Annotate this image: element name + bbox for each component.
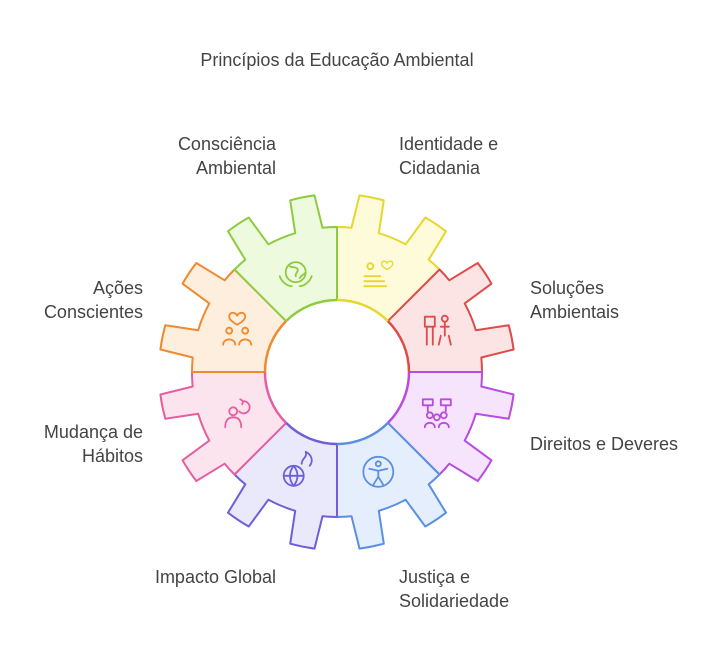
hub-arc-6: [263, 320, 287, 373]
person-cycle-icon: [224, 398, 251, 429]
diagram-title: Princípios da Educação Ambiental: [200, 50, 474, 70]
hub-arc-5: [263, 371, 287, 424]
globe-flame-icon: [282, 450, 313, 487]
accessibility-icon: [362, 455, 395, 488]
wheel-hub: [265, 300, 409, 444]
label-direitos-deveres: Direitos e Deveres: [530, 434, 679, 454]
hub-arc-0: [336, 298, 389, 322]
hub-arc-4: [285, 422, 338, 446]
earth-hands-icon: [278, 261, 313, 288]
label-impacto-global: Impacto Global: [154, 567, 276, 587]
hub-arc-3: [336, 422, 389, 446]
hub-arc-1: [387, 320, 411, 373]
hub-arc-7: [285, 298, 338, 322]
couple-heart-icon: [222, 311, 253, 346]
hub-arc-2: [387, 371, 411, 424]
people-heart-icon: [363, 260, 394, 288]
protest-crowd-icon: [421, 398, 452, 429]
presentation-icon: [423, 314, 452, 346]
